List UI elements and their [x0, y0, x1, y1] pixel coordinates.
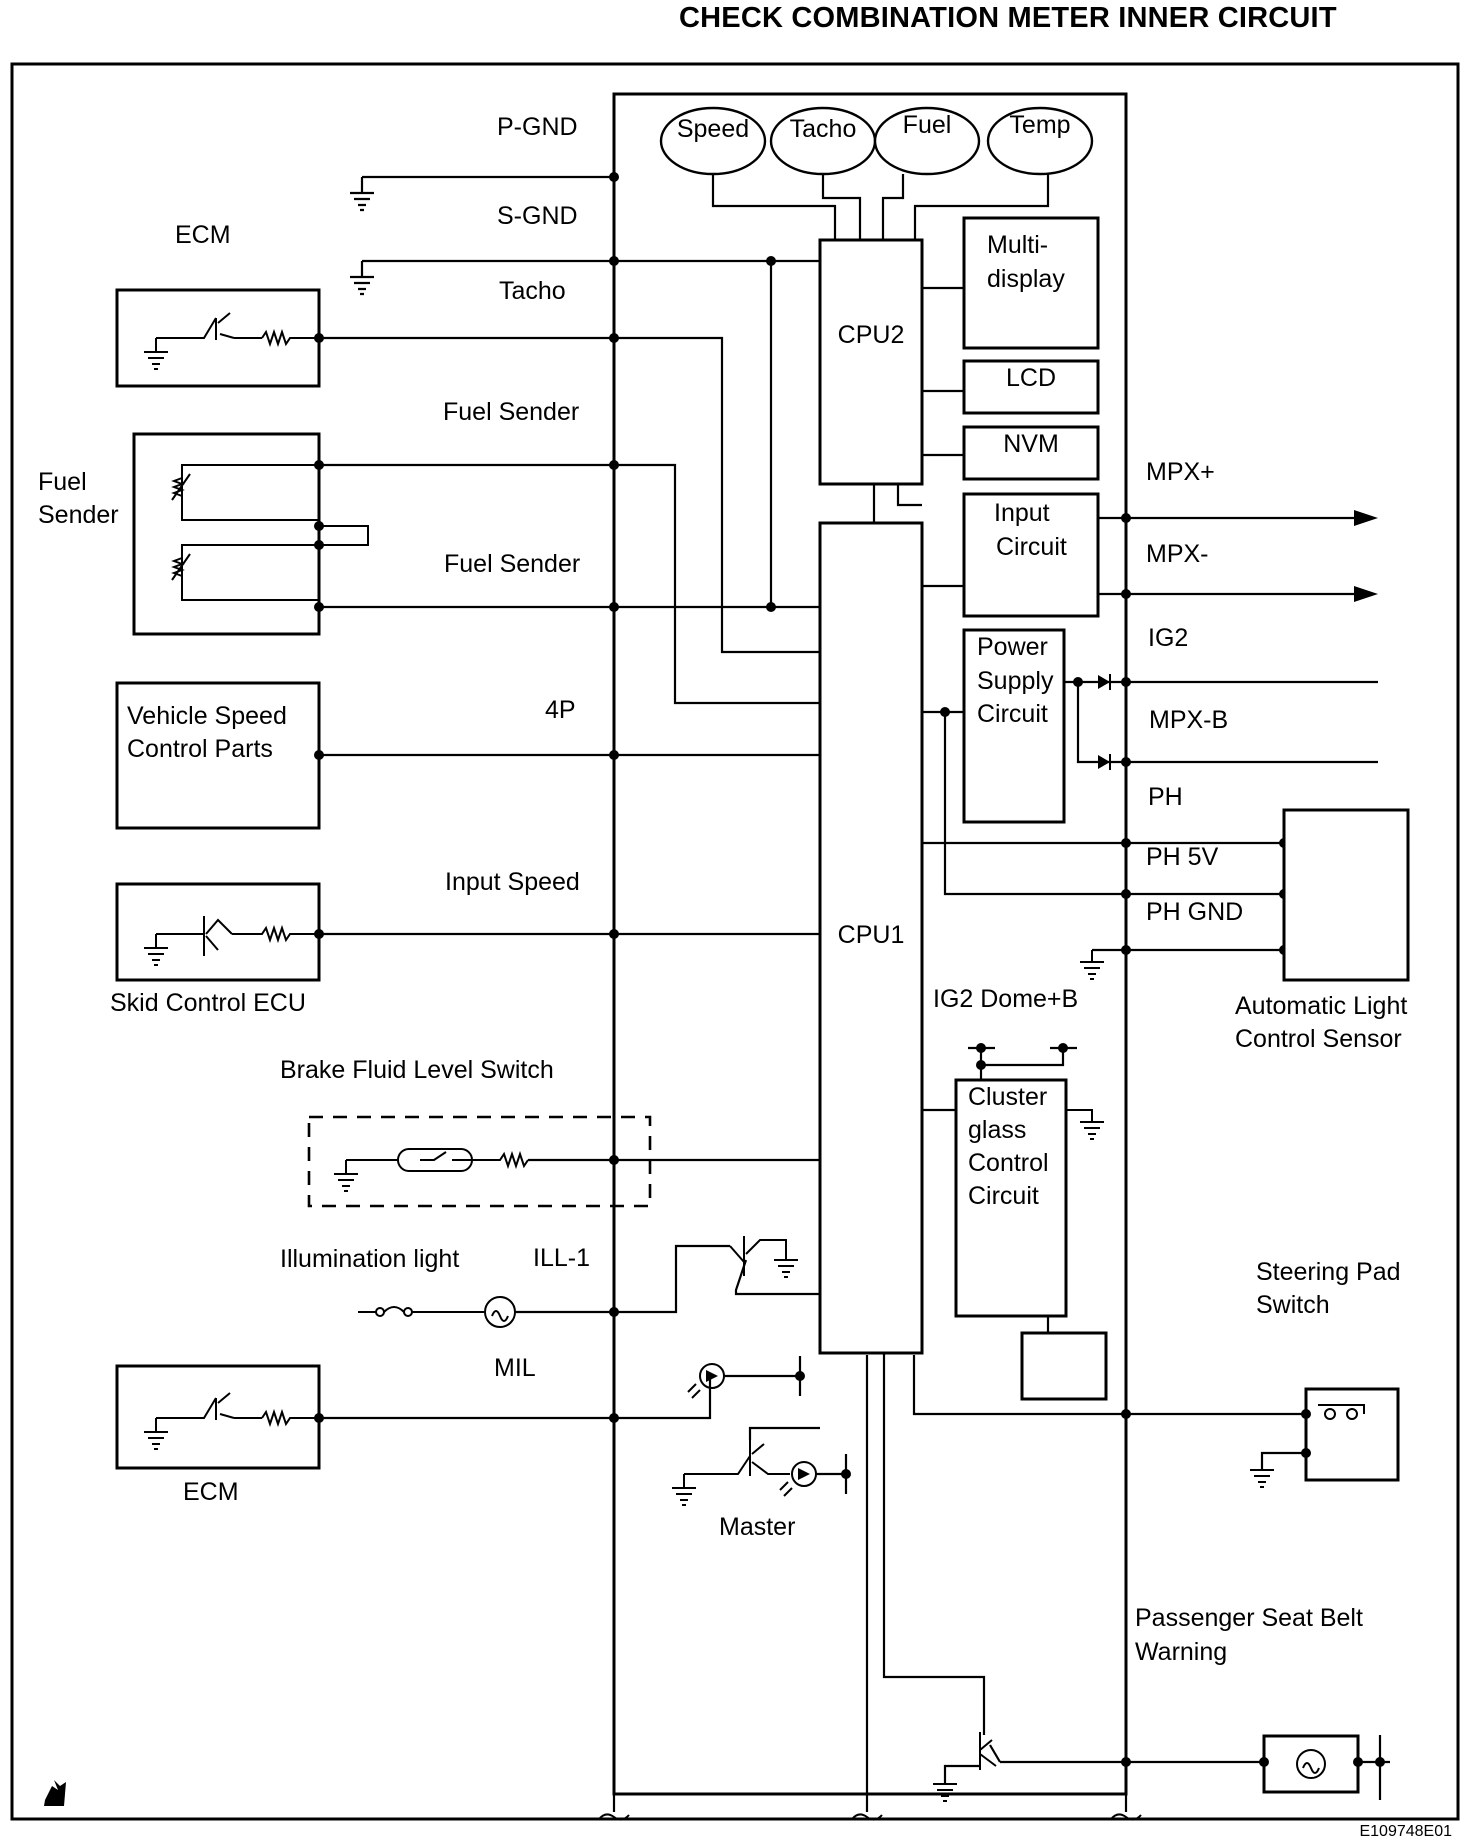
phgnd-label: PH GND — [1146, 898, 1243, 926]
steering-pad-label-1: Steering Pad — [1256, 1258, 1401, 1286]
ill-label: ILL-1 — [533, 1244, 590, 1272]
master-label: Master — [719, 1513, 795, 1541]
lcd-block: LCD — [962, 359, 1100, 415]
gauge-temp-label: Temp — [1009, 111, 1070, 139]
power-supply-label-1: Power — [977, 633, 1048, 661]
input-circuit-block: Input Circuit — [962, 492, 1100, 618]
cluster-glass-label-2: glass — [968, 1116, 1026, 1144]
page-title: CHECK COMBINATION METER INNER CIRCUIT — [679, 2, 1337, 34]
logo-mark — [44, 1780, 66, 1806]
gauge-fuel: Fuel — [873, 106, 981, 176]
brake-fluid-label: Brake Fluid Level Switch — [280, 1056, 554, 1084]
multi-display-label-2: display — [987, 265, 1065, 293]
illumination-label: Illumination light — [280, 1245, 459, 1273]
gauge-tacho: Tacho — [769, 106, 877, 176]
power-inputs: IG2 MPX-B — [1064, 624, 1378, 770]
mpx-plus-label: MPX+ — [1146, 458, 1215, 486]
vehicle-speed-control-parts: Vehicle Speed Control Parts — [115, 681, 820, 830]
multi-display-label-1: Multi- — [987, 231, 1048, 259]
fuel-sender-label-2: Sender — [38, 501, 119, 529]
power-supply-label-2: Supply — [977, 667, 1054, 695]
gauge-speed: Speed — [659, 106, 767, 176]
illumination-light: Illumination light — [280, 1236, 820, 1328]
ph-lines: PH PH 5V PH GND — [1080, 783, 1289, 980]
figure-code: E109748E01 — [1359, 1823, 1452, 1840]
fuel-sender-2-label: Fuel Sender — [444, 550, 580, 578]
p-gnd-label: P-GND — [497, 113, 578, 141]
auto-light-label-2: Control Sensor — [1235, 1025, 1402, 1053]
cluster-glass-block: Cluster glass Control Circuit — [954, 1078, 1068, 1318]
power-supply-block: Power Supply Circuit — [962, 628, 1066, 824]
auto-light-label-1: Automatic Light — [1235, 992, 1407, 1020]
master-warning: Master — [672, 1426, 851, 1541]
seat-belt-label-2: Warning — [1135, 1638, 1227, 1666]
fuel-sender-label-1: Fuel — [38, 468, 87, 496]
nvm-label: NVM — [1003, 430, 1059, 458]
tacho-label: Tacho — [499, 277, 566, 305]
ig2dome-label: IG2 Dome+B — [933, 985, 1078, 1013]
mpx-lines: MPX+ MPX- — [1098, 458, 1378, 602]
input-circuit-label-1: Input — [994, 499, 1050, 527]
lcd-label: LCD — [1006, 364, 1056, 392]
steering-pad-switch: Steering Pad Switch — [912, 1258, 1401, 1488]
cluster-glass-label-1: Cluster — [968, 1083, 1047, 1111]
ig2-dome-feed: IG2 Dome+B — [933, 985, 1104, 1140]
brake-fluid-level-switch: Brake Fluid Level Switch — [280, 1056, 820, 1208]
ph-label: PH — [1148, 783, 1183, 811]
mpx-minus-label: MPX- — [1146, 540, 1209, 568]
power-supply-label-3: Circuit — [977, 700, 1048, 728]
cpu2-block — [818, 238, 924, 486]
ecm-top-label: ECM — [175, 221, 231, 249]
skid-control-ecu: Skid Control ECU — [110, 882, 820, 1017]
fuel-sender-1-label: Fuel Sender — [443, 398, 579, 426]
multi-display-block: Multi- display — [962, 216, 1100, 350]
auto-light-sensor: Automatic Light Control Sensor — [1235, 808, 1410, 1053]
outer-frame — [10, 62, 1460, 1821]
vsc-label-2: Control Parts — [127, 735, 273, 763]
cluster-glass-label-3: Control — [968, 1149, 1049, 1177]
cpu1-block — [818, 521, 924, 1355]
ground-lines — [350, 172, 820, 612]
cluster-glass-label-4: Circuit — [968, 1182, 1039, 1210]
input-speed-label: Input Speed — [445, 868, 580, 896]
p4-label: 4P — [545, 696, 576, 724]
meter-housing — [612, 92, 1128, 1796]
nvm-block: NVM — [962, 425, 1100, 481]
cpu2-right-links — [922, 286, 964, 457]
s-gnd-label: S-GND — [497, 202, 578, 230]
seat-belt-label-1: Passenger Seat Belt — [1135, 1604, 1363, 1632]
ig2-label: IG2 — [1148, 624, 1188, 652]
steering-pad-label-2: Switch — [1256, 1291, 1330, 1319]
input-circuit-label-2: Circuit — [996, 533, 1067, 561]
gauge-speed-label: Speed — [677, 115, 749, 143]
gauge-tacho-label: Tacho — [790, 115, 857, 143]
ph5v-label: PH 5V — [1146, 843, 1219, 871]
cpu1-right-links — [922, 584, 1126, 1112]
left-terminal-labels: P-GND S-GND Tacho Fuel Sender Fuel Sende… — [443, 113, 590, 1382]
mil-label: MIL — [494, 1354, 536, 1382]
mpx-b-label: MPX-B — [1149, 706, 1228, 734]
gauge-temp: Temp — [986, 106, 1094, 176]
skid-ecu-label: Skid Control ECU — [110, 989, 306, 1017]
cluster-output-block — [1020, 1331, 1108, 1401]
ecm-bottom-label: ECM — [183, 1478, 239, 1506]
gauge-fuel-label: Fuel — [903, 111, 952, 139]
vertical-buses — [598, 1355, 1142, 1821]
ecm-top: ECM — [115, 221, 820, 654]
vsc-label-1: Vehicle Speed — [127, 702, 287, 730]
seat-belt-warning: Passenger Seat Belt Warning — [882, 1353, 1390, 1802]
ecm-bottom: ECM — [115, 1356, 805, 1506]
fuel-sender: Fuel Sender — [38, 432, 820, 705]
cpu2-label: CPU2 — [838, 321, 905, 349]
cpu1-label: CPU1 — [838, 921, 905, 949]
gauge-group: Speed Tacho Fuel Temp — [659, 106, 1094, 240]
